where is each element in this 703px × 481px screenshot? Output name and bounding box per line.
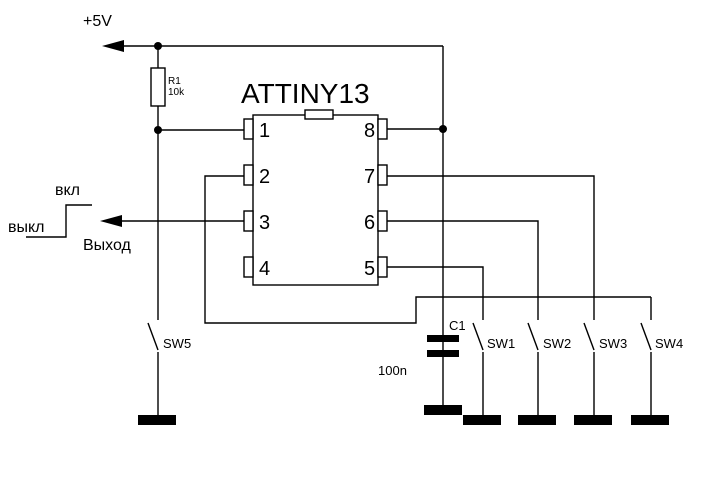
capacitor-plate-top — [427, 335, 459, 342]
pin-number-7: 7 — [364, 166, 375, 188]
pin-box-5 — [377, 256, 388, 278]
supply-arrow — [102, 40, 124, 52]
resistor-ref: R1 — [168, 76, 181, 87]
pin-number-3: 3 — [259, 212, 270, 234]
pin-number-6: 6 — [364, 212, 375, 234]
resistor-body — [150, 67, 166, 107]
pin-box-8 — [377, 118, 388, 140]
wiring — [100, 125, 652, 324]
switch-sw3: SW3 — [574, 322, 627, 425]
switch-sw1: SW1 — [463, 322, 515, 425]
pin-number-5: 5 — [364, 258, 375, 280]
chip-name: ATTINY13 — [241, 78, 370, 109]
ground-symbol — [138, 415, 176, 425]
switch-label-sw3: SW3 — [599, 336, 627, 351]
switch-label-sw4: SW4 — [655, 336, 683, 351]
switch-sw2: SW2 — [518, 322, 571, 425]
pin-number-8: 8 — [364, 120, 375, 142]
capacitor-plate-bottom — [427, 350, 459, 357]
resistor-value: 10k — [168, 87, 185, 98]
pin-box-3 — [243, 210, 254, 232]
resistor-r1: R1 10k — [150, 46, 185, 134]
capacitor-value: 100n — [378, 363, 407, 378]
capacitor-c1: C1 100n — [378, 318, 466, 415]
pin-box-2 — [243, 164, 254, 186]
signal-off-label: выкл — [8, 219, 45, 236]
switch-sw4: SW4 — [631, 322, 683, 425]
switch-label-sw5: SW5 — [163, 336, 191, 351]
supply-label: +5V — [83, 13, 112, 30]
switch-label-sw1: SW1 — [487, 336, 515, 351]
junction-dot — [439, 125, 447, 133]
pin-box-4 — [243, 256, 254, 278]
ground-symbol — [463, 415, 501, 425]
output-arrow — [100, 215, 122, 227]
switch-sw5: SW5 — [138, 322, 191, 425]
signal-waveform: вкл выкл Выход — [8, 182, 132, 254]
pin-box-7 — [377, 164, 388, 186]
chip-body — [252, 114, 379, 286]
chip-attiny13: ATTINY13 1 2 3 4 5 6 7 8 — [241, 78, 388, 286]
switch-label-sw2: SW2 — [543, 336, 571, 351]
output-label: Выход — [83, 237, 132, 254]
pin-number-4: 4 — [259, 258, 270, 280]
pin-box-1 — [243, 118, 254, 140]
ground-symbol — [574, 415, 612, 425]
ground-symbol — [518, 415, 556, 425]
supply-rail: +5V — [83, 13, 444, 408]
pin-number-1: 1 — [259, 120, 270, 142]
capacitor-ground — [424, 405, 462, 415]
pin-number-2: 2 — [259, 166, 270, 188]
signal-on-label: вкл — [55, 182, 80, 199]
chip-notch — [304, 109, 334, 120]
capacitor-ref: C1 — [449, 318, 466, 333]
pin-box-6 — [377, 210, 388, 232]
ground-symbol — [631, 415, 669, 425]
